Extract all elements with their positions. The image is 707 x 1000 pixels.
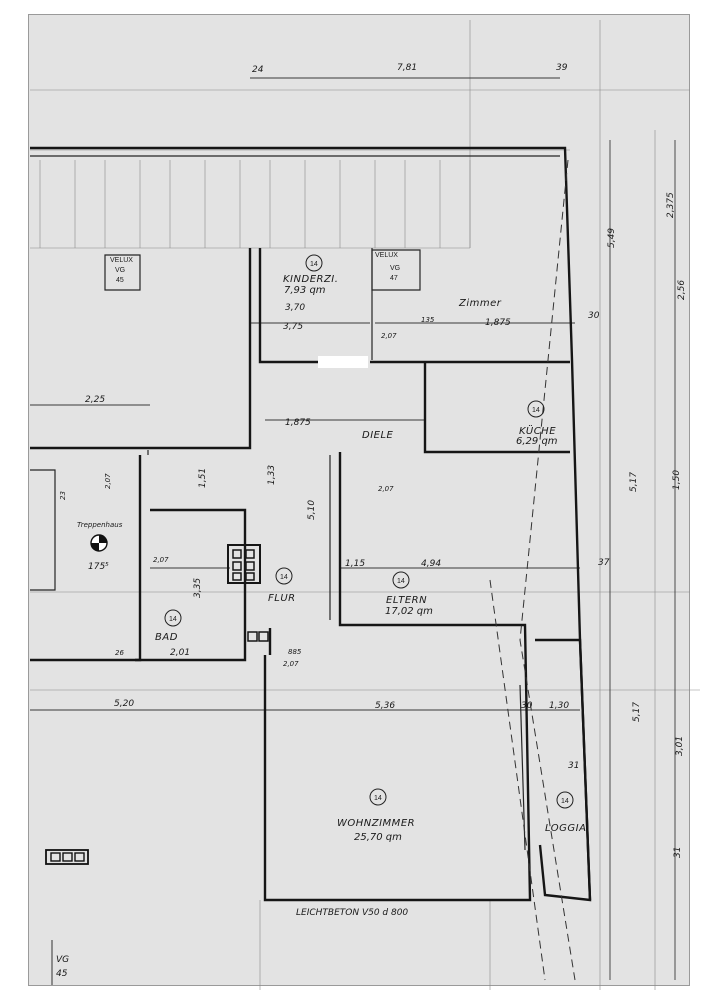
- dim-115: 1,15: [345, 559, 365, 569]
- dim-1875: 1,875: [285, 418, 311, 428]
- dim-23: 23: [59, 491, 67, 500]
- wohnzimmer-area: 25,70 qm: [354, 832, 402, 843]
- wohnzimmer-label: WOHNZIMMER: [337, 818, 415, 829]
- dim-510: 5,10: [307, 500, 317, 520]
- dim-150: 1,50: [672, 470, 682, 490]
- dim-549: 5,49: [607, 228, 617, 248]
- dim-133: 1,33: [267, 465, 277, 485]
- wohnzimmer-number: 14: [374, 795, 382, 802]
- ceiling-beam-lines: [30, 20, 700, 990]
- diele-label: DIELE: [362, 430, 394, 441]
- room-number-circles: [164, 254, 574, 809]
- dim-207b: 2,07: [153, 556, 169, 564]
- dim-151: 1,51: [198, 468, 208, 488]
- bottom-note: LEICHTBETON V50 d 800: [296, 908, 408, 918]
- dim-207d: 2,07: [283, 660, 299, 668]
- dimension-lines: [30, 77, 676, 980]
- dim-301: 3,01: [675, 736, 685, 756]
- eltern-number: 14: [397, 578, 405, 585]
- dim-536: 5,36: [375, 701, 395, 711]
- loggia-number: 14: [561, 798, 569, 805]
- dim-2375: 2,375: [666, 192, 676, 218]
- dim-130: 1,30: [549, 701, 569, 711]
- dim-207a: 2,07: [104, 473, 112, 489]
- corner-code-box: VG 45: [51, 940, 69, 985]
- corner-number: 45: [56, 969, 68, 979]
- walls: [30, 146, 592, 902]
- dim-37: 37: [598, 558, 610, 568]
- dim-225: 2,25: [85, 395, 105, 405]
- dim-kinder-370: 3,70: [285, 303, 305, 313]
- dim-256: 2,56: [677, 280, 687, 300]
- dim-520: 5,20: [114, 699, 134, 709]
- label-patch: [318, 356, 368, 368]
- velux2-code: VG: [390, 265, 400, 272]
- velux1-number: 45: [116, 277, 124, 284]
- dim-517b: 5,17: [632, 702, 642, 722]
- eltern-area: 17,02 qm: [385, 606, 433, 617]
- velux1-label: VELUX: [110, 257, 133, 264]
- dim-31: 31: [568, 761, 579, 771]
- dim-r31: 31: [673, 847, 683, 858]
- kueche-label: KÜCHE: [519, 424, 556, 437]
- dim-885: 885: [288, 648, 302, 656]
- staircase-symbol-icon: [90, 534, 108, 552]
- flur-number: 14: [280, 574, 288, 581]
- dim-494: 4,94: [421, 559, 441, 569]
- shaft-icon: [227, 544, 269, 642]
- kinderzimmer-number: 14: [310, 261, 318, 268]
- velux1-code: VG: [115, 267, 125, 274]
- velux2-label: VELUX: [375, 252, 398, 259]
- dim-30a: 30: [521, 701, 533, 711]
- corner-code: VG: [56, 955, 69, 965]
- bad-label: BAD: [155, 632, 178, 643]
- loggia-label: LOGGIA: [545, 823, 586, 834]
- kinderzimmer-area: 7,93 qm: [284, 285, 326, 296]
- dim-207e: 2,07: [381, 332, 397, 340]
- dim-30b: 30: [588, 311, 600, 321]
- drawing-sheet: [28, 14, 690, 986]
- dim-201: 2,01: [170, 648, 190, 658]
- dim-top-39: 39: [556, 63, 568, 73]
- eltern-label: ELTERN: [386, 595, 427, 606]
- roof-slope-lines: [489, 159, 576, 981]
- kueche-area: 6,29 qm: [516, 436, 558, 447]
- flur-label: FLUR: [268, 593, 296, 604]
- legend-symbol-icon: [45, 849, 89, 865]
- velux2-number: 47: [390, 275, 398, 282]
- zimmer-label: Zimmer: [458, 298, 502, 309]
- kueche-number: 14: [532, 407, 540, 414]
- dim-26: 26: [115, 649, 124, 657]
- dim-517a: 5,17: [629, 472, 639, 492]
- treppenhaus-label: Treppenhaus: [77, 521, 123, 529]
- dim-335: 3,35: [193, 578, 203, 598]
- dim-781: 7,81: [397, 63, 417, 73]
- dim-135: 135: [421, 316, 435, 324]
- kinderzimmer-label: KINDERZI.: [283, 274, 338, 285]
- dim-207c: 2,07: [378, 485, 394, 493]
- dim-top-24: 24: [252, 65, 264, 75]
- dim-zimmer-315: 1,875: [485, 318, 511, 328]
- dim-kinder-375: 3,75: [283, 322, 303, 332]
- bad-number: 14: [169, 616, 177, 623]
- dim-1755: 175⁵: [88, 562, 109, 572]
